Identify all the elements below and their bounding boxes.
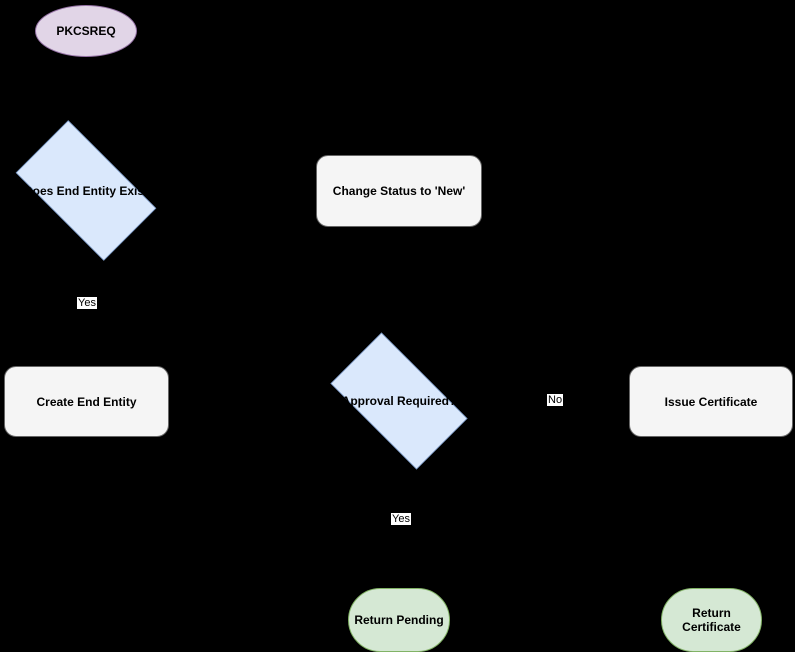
node-label-does-end-entity-exist: Does End Entity Exist (23, 183, 149, 198)
node-label-approval-required: Approval Required? (341, 394, 457, 408)
node-does-end-entity-exist[interactable]: Does End Entity Exist (0, 120, 174, 261)
node-label-issue-certificate: Issue Certificate (664, 394, 758, 409)
edge-label-no-approval: No (547, 394, 564, 406)
node-label-return-pending: Return Pending (354, 613, 444, 627)
edge-label-yes-end-entity: Yes (77, 297, 97, 309)
node-create-end-entity[interactable]: Create End Entity (4, 366, 169, 437)
node-label-return-certificate: Return Certificate (682, 606, 741, 634)
node-label-change-status-to-new: Change Status to 'New' (332, 184, 466, 198)
node-return-certificate[interactable]: Return Certificate (661, 588, 762, 652)
node-issue-certificate[interactable]: Issue Certificate (629, 366, 793, 437)
node-approval-required[interactable]: Approval Required? (313, 332, 485, 470)
edge-label-yes-approval: Yes (391, 513, 411, 525)
node-return-pending[interactable]: Return Pending (348, 588, 450, 652)
node-label-create-end-entity: Create End Entity (36, 394, 137, 409)
node-pkcsreq[interactable]: PKCSREQ (35, 5, 137, 57)
node-label-pkcsreq: PKCSREQ (56, 24, 116, 38)
node-change-status-to-new[interactable]: Change Status to 'New' (316, 155, 482, 227)
